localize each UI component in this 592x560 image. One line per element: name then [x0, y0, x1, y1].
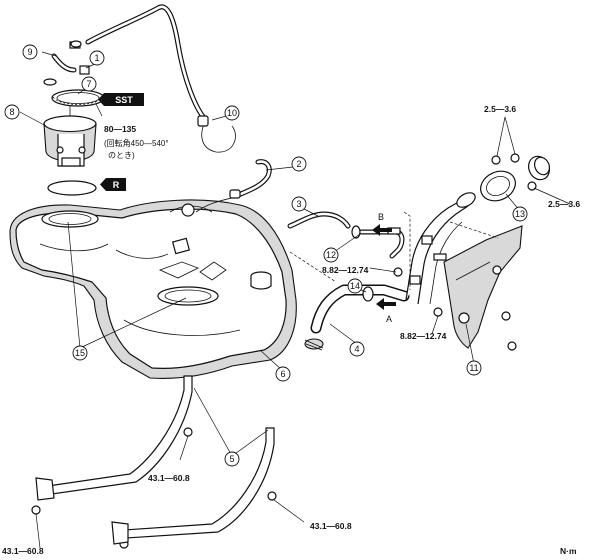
rotation-note-line2: のとき) — [108, 151, 135, 160]
clamps — [43, 40, 82, 86]
callout-3: 3 — [296, 199, 301, 209]
callout-9: 9 — [27, 47, 32, 57]
torque-pump-ring: 80—135 — [104, 124, 136, 134]
torque-strap-upper: 43.1—60.8 — [148, 473, 190, 483]
tank-straps — [35, 375, 275, 545]
callout-15: 15 — [75, 348, 85, 358]
view-arrows — [372, 224, 396, 310]
callout-11: 11 — [469, 363, 478, 373]
torque-strap-left: 43.1—60.8 — [2, 546, 44, 556]
fuel-filler-cap — [480, 155, 550, 202]
torque-strap-right: 43.1—60.8 — [310, 521, 352, 531]
bolts — [31, 153, 537, 549]
vent-hose — [229, 159, 272, 199]
leader-lines — [19, 51, 571, 549]
callout-1: 1 — [94, 53, 99, 63]
gasket-ring — [47, 180, 97, 196]
callout-13: 13 — [515, 209, 525, 219]
callout-circles — [4, 44, 528, 467]
rotation-note-line1: (回転角450—540° — [104, 138, 169, 148]
callout-12: 12 — [326, 250, 336, 260]
torque-cap-right: 2.5—3.6 — [548, 199, 580, 209]
sst-tag: SST — [98, 93, 144, 106]
callout-10: 10 — [227, 108, 237, 118]
locking-ring — [51, 89, 105, 107]
torque-cap-top: 2.5—3.6 — [484, 104, 516, 114]
sst-tag-label: SST — [115, 95, 133, 105]
fuel-tank — [9, 195, 297, 379]
callout-5: 5 — [229, 454, 234, 464]
clip — [79, 65, 90, 75]
evap-tube — [85, 4, 236, 153]
callout-4: 4 — [354, 344, 359, 354]
fuel-pump-unit — [43, 106, 97, 167]
callout-numbers: 9 1 7 8 10 2 3 12 14 4 6 5 11 13 15 — [9, 47, 525, 464]
reference-lines — [289, 211, 499, 290]
callout-14: 14 — [350, 281, 360, 291]
filler-hose — [304, 284, 410, 351]
view-marker-b: B — [378, 212, 384, 222]
callout-2: 2 — [296, 159, 301, 169]
callout-8: 8 — [9, 107, 14, 117]
filler-pipe — [405, 192, 476, 305]
torque-filler-upper: 8.82—12.74 — [322, 265, 369, 275]
splash-shield — [443, 225, 523, 349]
breather-hose — [287, 211, 351, 229]
view-marker-a: A — [386, 314, 392, 324]
r-tag: R — [100, 178, 126, 191]
callout-6: 6 — [280, 369, 285, 379]
unit-label: N·m — [560, 546, 577, 556]
r-tag-label: R — [113, 180, 120, 190]
callout-7: 7 — [86, 79, 91, 89]
hose-clamp — [362, 286, 374, 302]
torque-filler-lower: 8.82—12.74 — [400, 331, 447, 341]
